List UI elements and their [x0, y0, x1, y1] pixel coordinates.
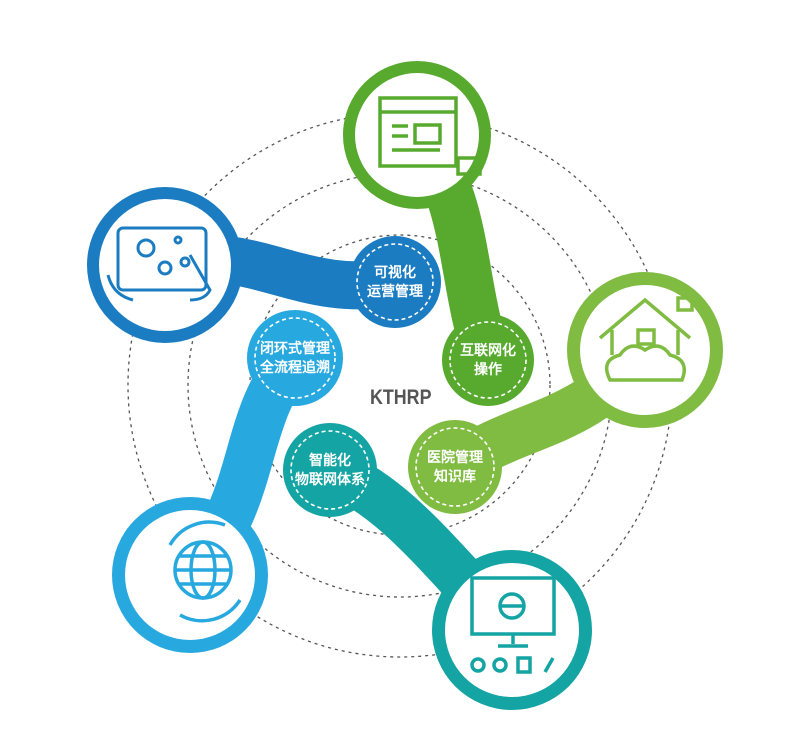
petal-iot-system: [283, 423, 592, 710]
petal-knowledge-base: [408, 272, 723, 514]
node-label-iot-system: 智能化 物联网体系: [275, 452, 385, 490]
petal-visual-operations: [87, 187, 441, 343]
touch-tablet-icon: [106, 226, 212, 302]
node-label-closed-loop: 闭环式管理 全流程追溯: [240, 340, 350, 378]
label-line: 闭环式管理: [260, 341, 330, 357]
label-line: 操作: [474, 362, 502, 378]
globe-cycle-icon: [168, 520, 242, 623]
node-label-internet-operation: 互联网化 操作: [433, 342, 543, 380]
label-line: 物联网体系: [295, 472, 365, 488]
inner-dashed-rings: [254, 243, 527, 510]
label-line: 全流程追溯: [260, 360, 330, 376]
label-line: 智能化: [309, 453, 351, 469]
node-label-visual-operations: 可视化 运营管理: [340, 264, 450, 302]
label-line: 运营管理: [367, 284, 423, 300]
house-cloud-icon: [598, 296, 694, 382]
center-label: KTHRP: [370, 386, 432, 409]
monitor-network-icon: [470, 576, 556, 674]
label-line: 可视化: [374, 265, 416, 281]
petal-closed-loop: [112, 310, 343, 653]
web-browser-icon: [378, 96, 482, 176]
label-line: 知识库: [434, 469, 476, 485]
petal-internet-operation: [343, 61, 534, 406]
label-line: 医院管理: [427, 450, 483, 466]
label-line: 互联网化: [460, 343, 516, 359]
node-label-knowledge-base: 医院管理 知识库: [400, 449, 510, 487]
